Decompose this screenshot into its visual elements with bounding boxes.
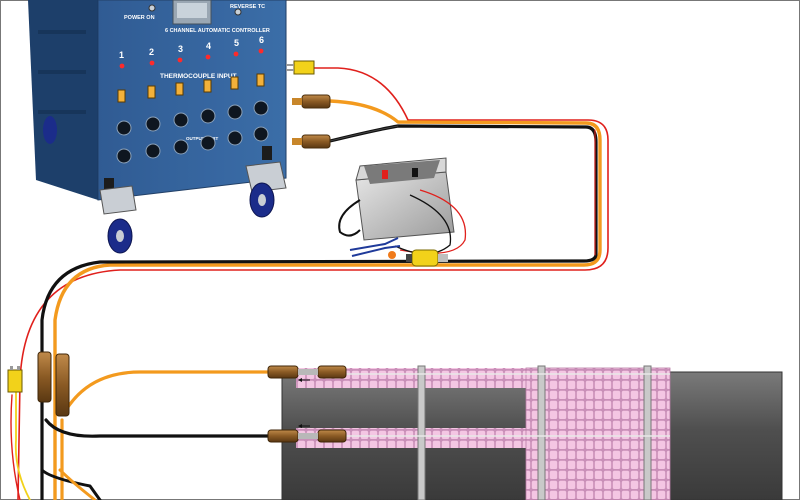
orange-branch-to-workpiece [64,370,274,412]
channel-number-6: 6 [259,35,264,45]
thermocouple-plug-icon [7,369,23,393]
workpiece-connector-lower [267,424,347,443]
inline-connector-orange [55,353,70,417]
tool-box-strap [338,199,361,237]
output-sockets-row-2 [116,126,269,164]
channel-number-3: 3 [178,44,183,54]
orange-cable [53,99,602,500]
cabinet-side [28,0,98,200]
channel-indicator-lights [119,48,264,69]
power-on-label: POWER ON [124,15,155,21]
thermocouple-plug-icon [293,60,315,75]
black-branch-to-workpiece [44,418,274,438]
orange-cable-connector [292,94,331,109]
power-plug-icon [406,249,448,267]
clamp-strap-1 [417,365,426,500]
channel-numbers: 1 2 3 4 5 6 [119,35,264,60]
channel-number-1: 1 [119,50,124,60]
inline-connector-black [37,351,52,403]
thermocouple-plug-top [286,60,315,75]
channel-number-4: 4 [206,41,211,51]
tool-box [338,157,467,267]
yellow-thermocouple-wire [14,379,31,500]
channel-number-5: 5 [234,38,239,48]
reverse-tc-label: REVERSE TC [230,4,265,10]
channel-number-2: 2 [149,47,154,57]
power-switch[interactable] [148,4,156,12]
heater-pad-upper [296,368,526,388]
cabinet-front [97,0,287,201]
controller-title: 6 CHANNEL AUTOMATIC CONTROLLER [165,28,270,34]
pliers [349,237,401,257]
inline-thermocouple-plug [7,366,23,393]
controller-cabinet: POWER ON REVERSE TC 6 CHANNEL AUTOMATIC … [28,0,287,254]
thermocouple-input-jacks [117,73,265,103]
clamp-strap-3 [643,365,652,500]
output-sockets-row-1 [116,100,269,136]
caster-wheel-right [245,161,287,218]
reverse-switch[interactable] [234,8,242,16]
caster-wheel-left [99,185,137,254]
cable-loop [10,67,609,500]
thermocouple-input-label: THERMOCOUPLE INPUT [160,73,237,80]
clamp-strap-2 [537,365,546,500]
heater-pad-lower [296,428,526,448]
workpiece-connector-upper [267,365,347,382]
workpiece-pipe [281,365,783,500]
black-cable-connector [292,134,331,149]
